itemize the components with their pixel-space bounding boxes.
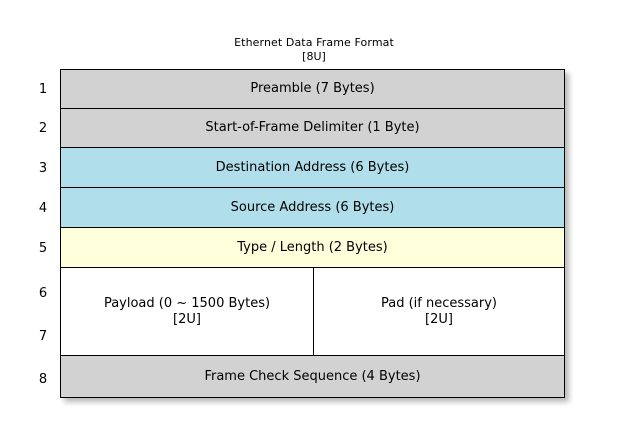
frame-field-source-address: Source Address (6 Bytes) [61, 188, 564, 228]
frame-field-label: Frame Check Sequence (4 Bytes) [204, 368, 421, 384]
frame-field-label: Source Address (6 Bytes) [230, 199, 395, 215]
frame-field-frame-check-sequence: Frame Check Sequence (4 Bytes) [61, 356, 564, 397]
row-number-gutter: 1 2 3 4 5 6 7 8 [30, 69, 56, 398]
frame-table: Preamble (7 Bytes) Start-of-Frame Delimi… [60, 69, 565, 398]
row-number-7: 7 [38, 329, 48, 344]
frame-field-payload: Payload (0 ~ 1500 Bytes)[2U] [61, 268, 314, 355]
frame-field-label: Type / Length (2 Bytes) [237, 239, 388, 255]
frame-field-sfd: Start-of-Frame Delimiter (1 Byte) [61, 109, 564, 148]
row-number-4: 4 [38, 201, 48, 216]
frame-field-destination-address: Destination Address (6 Bytes) [61, 148, 564, 188]
row-number-1: 1 [38, 82, 48, 97]
frame-field-pad-text: Pad (if necessary)[2U] [381, 296, 497, 328]
page-title: Ethernet Data Frame Format [234, 36, 394, 49]
frame-field-tag: [2U] [173, 311, 201, 327]
frame-field-preamble: Preamble (7 Bytes) [61, 70, 564, 109]
row-number-3: 3 [38, 161, 48, 176]
frame-field-type-length: Type / Length (2 Bytes) [61, 228, 564, 268]
row-number-2: 2 [38, 121, 48, 136]
frame-field-pad: Pad (if necessary)[2U] [314, 268, 564, 355]
row-number-6: 6 [38, 286, 48, 301]
row-number-5: 5 [38, 241, 48, 256]
frame-field-tag: [2U] [425, 311, 453, 327]
page-title-tag: [8U] [302, 50, 326, 63]
frame-field-label: Destination Address (6 Bytes) [215, 159, 410, 175]
frame-field-payload-text: Payload (0 ~ 1500 Bytes)[2U] [104, 296, 270, 328]
frame-field-payload-row: Payload (0 ~ 1500 Bytes)[2U] Pad (if nec… [61, 268, 564, 356]
frame-field-label: Preamble (7 Bytes) [250, 81, 375, 96]
row-number-8: 8 [38, 372, 48, 387]
frame-field-label: Payload (0 ~ 1500 Bytes) [103, 295, 271, 311]
frame-field-label: Start-of-Frame Delimiter (1 Byte) [205, 120, 420, 135]
diagram-title: Ethernet Data Frame Format [8U] [0, 36, 628, 64]
frame-field-label: Pad (if necessary) [380, 295, 497, 311]
